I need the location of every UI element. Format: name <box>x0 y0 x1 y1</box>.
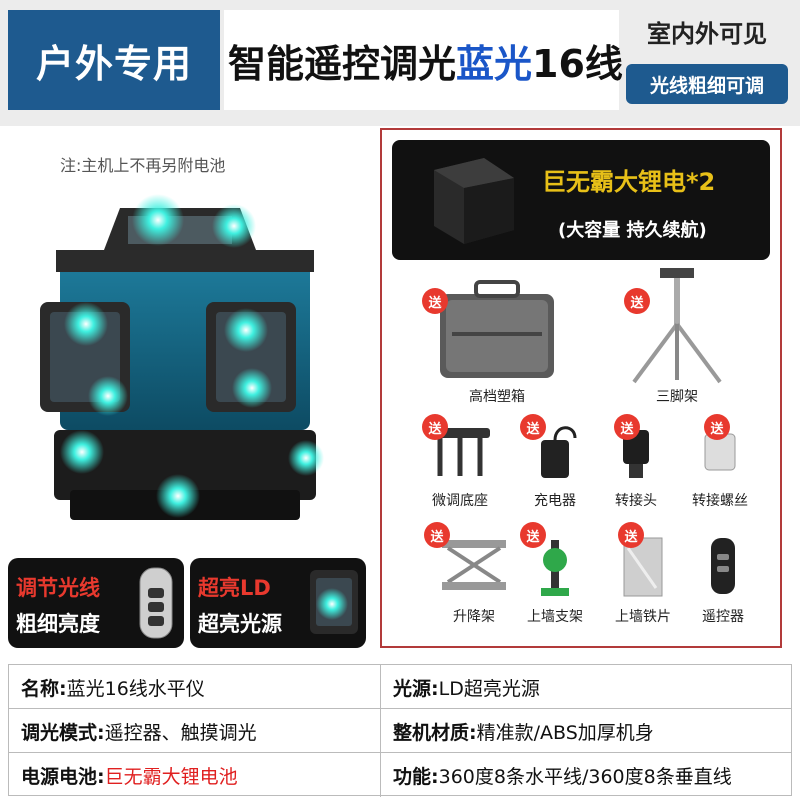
accessory-item: 升降架 <box>424 534 524 626</box>
super-bright-badge: 超亮LD 超亮光源 <box>190 558 366 648</box>
accessory-label: 遥控器 <box>702 609 744 625</box>
badge-subtitle: 超亮光源 <box>198 612 282 636</box>
gift-badge: 送 <box>424 522 450 548</box>
visibility-text: 室内外可见 <box>647 20 767 48</box>
badge-subtitle: 粗细亮度 <box>16 612 100 636</box>
gift-badge: 送 <box>520 522 546 548</box>
accessory-label: 充电器 <box>534 493 576 509</box>
spec-cell: 调光模式:遥控器、触摸调光 <box>9 709 381 753</box>
spec-cell: 功能:360度8条水平线/360度8条垂直线 <box>393 765 732 788</box>
accessory-label: 转接螺丝 <box>692 493 748 509</box>
gift-badge: 送 <box>704 414 730 440</box>
badge-title: 超亮LD <box>198 576 271 600</box>
accessory-item: 充电器 <box>510 418 600 510</box>
gift-badge: 送 <box>624 288 650 314</box>
accessory-item: 遥控器 <box>678 534 768 626</box>
accessory-label: 升降架 <box>453 609 495 625</box>
table-row: 电源电池:巨无霸大锂电池 功能:360度8条水平线/360度8条垂直线 <box>9 753 791 797</box>
wall-bracket-icon <box>541 540 569 596</box>
spec-cell: 整机材质:精准款/ABS加厚机身 <box>393 721 654 744</box>
accessory-label: 高档塑箱 <box>469 389 525 405</box>
lift-icon <box>442 540 506 590</box>
charger-icon <box>541 426 577 478</box>
battery-subtitle: (大容量 持久续航) <box>558 220 707 241</box>
spec-cell: 光源:LD超亮光源 <box>393 677 540 700</box>
accessory-item: 高档塑箱 <box>422 278 572 405</box>
spec-table: 名称:蓝光16线水平仪 光源:LD超亮光源 调光模式:遥控器、触摸调光 整机材质… <box>8 664 792 797</box>
outdoor-title: 户外专用 <box>35 41 192 86</box>
battery-title: 巨无霸大锂电*2 <box>542 168 716 196</box>
battery-icon <box>434 158 514 244</box>
adjust-line-badge: 调节光线 粗细亮度 <box>8 558 184 648</box>
outdoor-tag: 户外专用 <box>8 10 220 110</box>
spec-cell: 电源电池:巨无霸大锂电池 <box>9 753 381 797</box>
headline-suffix: 16线 <box>532 41 623 86</box>
gift-badge: 送 <box>520 414 546 440</box>
accessory-item: 三脚架 <box>612 264 742 405</box>
accessory-item: 上墙铁片 <box>598 534 688 626</box>
remote-icon <box>711 538 735 594</box>
accessory-label: 三脚架 <box>656 389 698 405</box>
table-row: 调光模式:遥控器、触摸调光 整机材质:精准款/ABS加厚机身 <box>9 709 791 753</box>
base-icon <box>430 428 490 476</box>
accessory-item: 微调底座 <box>410 418 510 510</box>
accessory-label: 上墙支架 <box>527 609 583 625</box>
accessory-label: 微调底座 <box>432 493 488 509</box>
visibility-block: 室内外可见 光线粗细可调 <box>622 10 792 110</box>
headline-blue: 蓝光 <box>456 41 533 86</box>
accessory-item: 上墙支架 <box>510 534 600 626</box>
headline-prefix: 智能遥控调光 <box>228 41 457 86</box>
accessory-label: 上墙铁片 <box>615 609 671 625</box>
accessories-panel: 巨无霸大锂电*2 (大容量 持久续航) 高档塑箱 送 三脚架 送 <box>380 128 782 648</box>
gift-badge: 送 <box>618 522 644 548</box>
remote-icon <box>139 567 173 639</box>
case-icon <box>440 280 554 378</box>
spec-cell: 名称:蓝光16线水平仪 <box>9 665 381 709</box>
table-row: 名称:蓝光16线水平仪 光源:LD超亮光源 <box>9 665 791 709</box>
gift-badge: 送 <box>422 288 448 314</box>
battery-note: 注:主机上不再另附电池 <box>60 156 226 175</box>
badge-title: 调节光线 <box>16 576 100 600</box>
battery-promo: 巨无霸大锂电*2 (大容量 持久续航) <box>392 140 770 260</box>
thickness-adjust-tag: 光线粗细可调 <box>626 64 788 104</box>
laser-level-device-image <box>40 194 324 520</box>
gift-badge: 送 <box>614 414 640 440</box>
laser-module-icon <box>310 570 358 634</box>
tripod-icon <box>632 268 722 384</box>
gift-badge: 送 <box>422 414 448 440</box>
accessory-label: 转接头 <box>615 493 657 509</box>
